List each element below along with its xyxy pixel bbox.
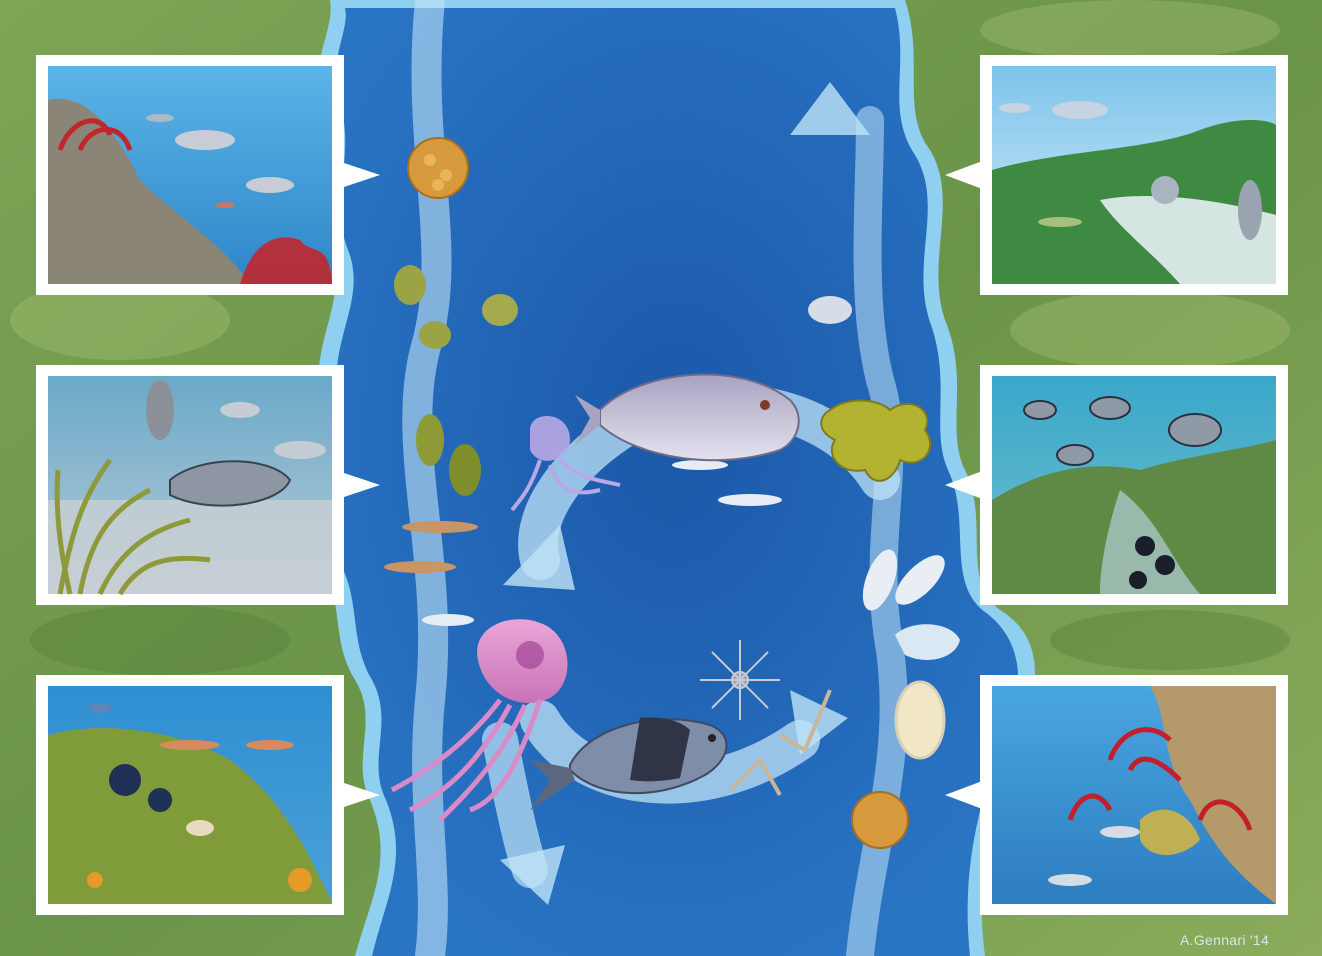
- panel-seagrass-sandy-bottom: [36, 365, 344, 605]
- two-banded-bream-icon: [1169, 414, 1221, 446]
- radiolarian-icon: [700, 640, 780, 720]
- comb-jelly-icon: [896, 682, 944, 758]
- panel-algal-reef-urchins: [36, 675, 344, 915]
- fry-icon: [402, 521, 478, 533]
- seed-icon: [416, 414, 444, 466]
- fish-egg-icon-bottom: [852, 792, 908, 848]
- panel-coralligenous-wall: [980, 675, 1288, 915]
- reef-fish-icon: [175, 130, 235, 150]
- larva-icon: [394, 265, 426, 305]
- panel-seagrass-meadow-pen-shells: [980, 55, 1288, 295]
- panel-rocky-reef-red-gorgonians: [36, 55, 344, 295]
- sea-urchin-icon: [109, 764, 141, 796]
- panel-rocky-bottom-sea-urchins: [980, 365, 1288, 605]
- artist-signature: A.Gennari '14: [1180, 932, 1269, 948]
